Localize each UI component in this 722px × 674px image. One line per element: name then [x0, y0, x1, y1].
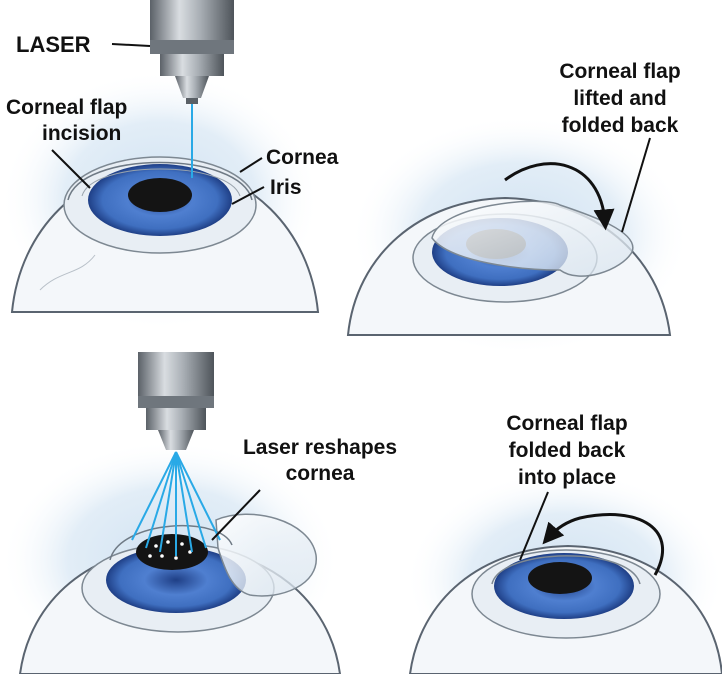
incision-leader [51, 149, 91, 189]
flap-incision-label-line2: incision [42, 122, 121, 145]
flap-lifted-label-line1: Corneal flap [559, 60, 680, 83]
laser-spots [148, 540, 192, 560]
eyeball-vein [39, 254, 96, 291]
cornea-label: Cornea [266, 146, 339, 169]
laser-device [138, 352, 214, 450]
reshape-label-line1: Laser reshapes [243, 436, 397, 459]
laser-leader [111, 43, 151, 47]
reshape-label-line2: cornea [286, 462, 355, 485]
laser-label: LASER [16, 32, 91, 57]
flap-placed-label-line2: folded back [509, 439, 626, 462]
iris-label: Iris [270, 176, 302, 199]
flap-placed-label-line3: into place [518, 466, 616, 489]
return-arrow [542, 513, 664, 576]
panel-incision: LASER Corneal flap incision Cornea Iris [0, 0, 339, 330]
fold-arrow [504, 162, 615, 231]
pupil [128, 178, 192, 212]
corneal-flap [431, 200, 634, 277]
panel-flap-lifted: Corneal flap lifted and folded back [346, 60, 690, 355]
cornea-dome [67, 161, 253, 201]
iris [106, 547, 246, 613]
reshape-leader [211, 489, 261, 541]
cornea-dome [109, 524, 233, 561]
flap-placed-leader [519, 491, 549, 561]
iris-leader [231, 186, 265, 205]
flap-lifted-label-line2: lifted and [573, 87, 666, 110]
flap-incision-line [81, 168, 241, 197]
cornea-leader [239, 157, 263, 173]
flap-leader [621, 137, 651, 233]
corneal-flap-folded [215, 513, 317, 597]
pupil [136, 534, 208, 570]
pupil [528, 562, 592, 594]
flap-incision-label-line1: Corneal flap [6, 96, 127, 119]
laser-beams [131, 451, 221, 556]
flap-placed-label-line1: Corneal flap [506, 412, 627, 435]
panel-laser-reshapes: Laser reshapes cornea [0, 352, 397, 674]
flap-lifted-label-line3: folded back [562, 114, 679, 137]
panel-flap-replaced: Corneal flap folded back into place [405, 412, 722, 674]
corneal-flap-in-place [491, 555, 641, 585]
laser-device [150, 0, 234, 104]
